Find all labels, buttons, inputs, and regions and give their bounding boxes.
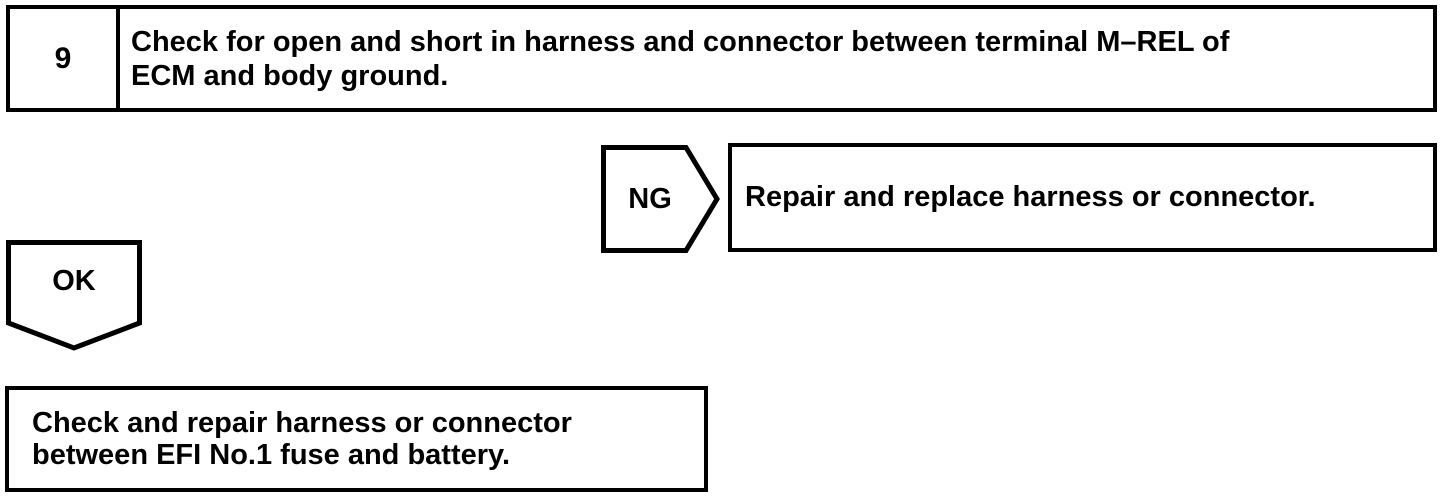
step-instruction-line: ECM and body ground. <box>131 59 449 92</box>
ok-branch-arrow: OK <box>6 240 142 351</box>
step-number: 9 <box>10 9 120 108</box>
ng-branch-arrow: NG <box>601 145 720 253</box>
ok-result-line: Check and repair harness or connector <box>32 407 572 439</box>
step-box: 9 Check for open and short in harness an… <box>6 5 1437 112</box>
ng-result-box: Repair and replace harness or connector. <box>728 143 1437 252</box>
ok-result-box: Check and repair harness or connector be… <box>5 386 708 492</box>
right-pentagon-icon <box>601 145 720 253</box>
ng-result-text: Repair and replace harness or connector. <box>745 181 1316 213</box>
ng-label: NG <box>628 182 672 215</box>
step-instruction-line: Check for open and short in harness and … <box>131 25 1230 58</box>
step-instruction: Check for open and short in harness and … <box>120 9 1433 108</box>
ok-result-line: between EFI No.1 fuse and battery. <box>32 439 511 471</box>
down-pentagon-icon <box>6 240 142 351</box>
ok-label: OK <box>52 265 96 297</box>
